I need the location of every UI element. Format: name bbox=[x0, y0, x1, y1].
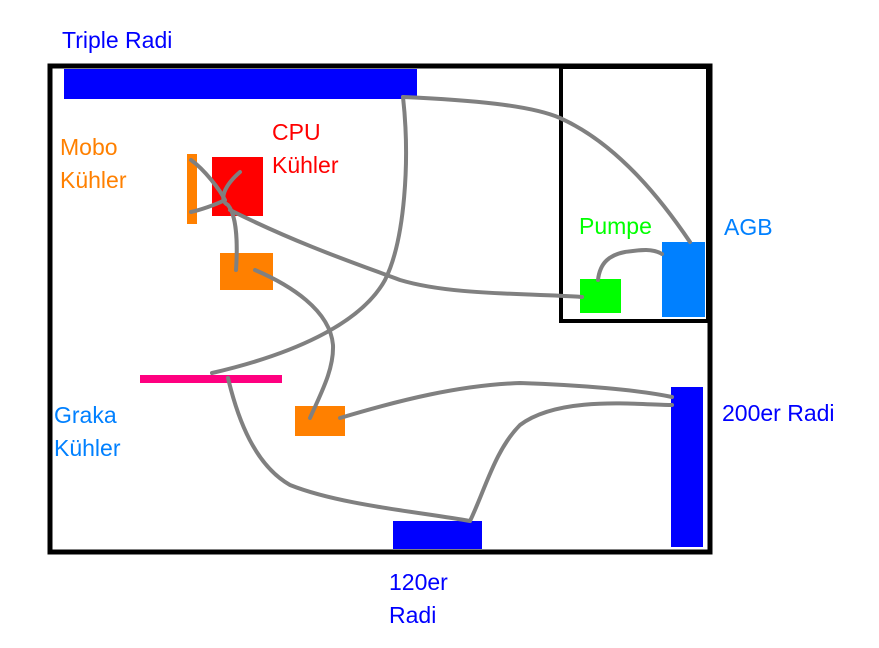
tube-triple-to-graka bbox=[210, 95, 408, 375]
reservoir-compartment bbox=[559, 65, 710, 323]
label-graka-line2: Kühler bbox=[54, 435, 121, 461]
radiator-120 bbox=[393, 521, 482, 549]
label-graka-kuehler: Graka Kühler bbox=[54, 399, 120, 465]
mobo-cooler-block-upper bbox=[220, 253, 273, 290]
reservoir-agb bbox=[662, 242, 705, 317]
label-triple-radi: Triple Radi bbox=[62, 27, 173, 53]
label-cpu-line2: Kühler bbox=[272, 152, 339, 178]
radiator-200 bbox=[671, 387, 703, 547]
tube-cpu-to-pump bbox=[228, 208, 584, 299]
label-cpu-kuehler: CPU Kühler bbox=[272, 116, 338, 182]
tube-pump-to-agb bbox=[596, 248, 664, 282]
label-cpu-line1: CPU bbox=[272, 119, 321, 145]
tube-triple-to-agb bbox=[401, 95, 692, 244]
label-200er-radi: 200er Radi bbox=[722, 400, 835, 426]
label-mobo-line2: Kühler bbox=[60, 167, 127, 193]
graka-cooler bbox=[140, 375, 282, 383]
label-120-line1: 120er bbox=[389, 569, 448, 595]
tube-upper-to-lower-block bbox=[253, 268, 336, 420]
label-graka-line1: Graka bbox=[54, 402, 117, 428]
label-pumpe: Pumpe bbox=[579, 213, 652, 239]
tube-graka-to-120 bbox=[226, 376, 472, 523]
tube-120-to-200 bbox=[468, 401, 674, 523]
tube-cpu-loop bbox=[221, 170, 242, 272]
mobo-cooler-block-lower bbox=[295, 406, 345, 436]
mobo-cooler-bar bbox=[187, 154, 197, 224]
label-120er-radi: 120er Radi bbox=[389, 566, 448, 632]
pump bbox=[580, 279, 621, 313]
tube-lower-block-to-200 bbox=[338, 381, 674, 420]
cpu-cooler bbox=[212, 157, 263, 216]
label-mobo-kuehler: Mobo Kühler bbox=[60, 131, 126, 197]
label-agb: AGB bbox=[724, 214, 773, 240]
label-120-line2: Radi bbox=[389, 602, 437, 628]
triple-radiator bbox=[64, 69, 417, 99]
label-mobo-line1: Mobo bbox=[60, 134, 118, 160]
